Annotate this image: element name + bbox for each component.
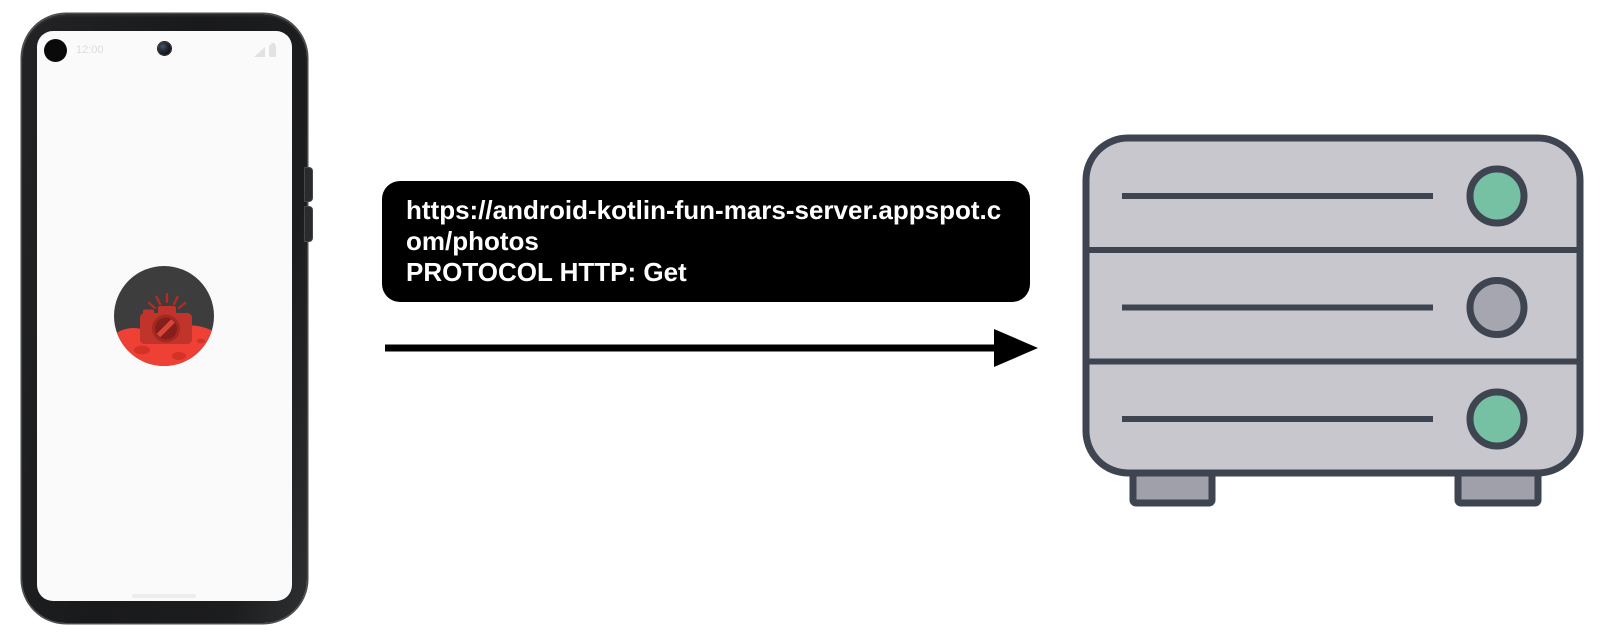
phone-screen: 12:00 [37, 31, 292, 601]
drive-slots [1122, 193, 1433, 422]
power-button [305, 168, 312, 201]
volume-button [305, 207, 312, 241]
camera-icon [140, 306, 192, 344]
battery-icon [269, 43, 276, 57]
server-bay-dividers [1086, 247, 1580, 365]
front-camera-icon [158, 42, 171, 55]
right-arrow-icon [385, 329, 1038, 367]
led-indicator-bottom [1466, 388, 1528, 450]
led-indicator-middle [1466, 277, 1528, 338]
mars-photos-app-icon [114, 266, 214, 366]
home-indicator [132, 594, 196, 598]
status-bar-time: 12:00 [76, 44, 104, 56]
led-indicators [1466, 165, 1528, 450]
request-bubble: https://android-kotlin-fun-mars-server.a… [382, 181, 1030, 302]
server-rack-icon [1082, 134, 1584, 507]
camera-flash-rays [147, 292, 187, 310]
request-url-line-1: https://android-kotlin-fun-mars-server.a… [406, 195, 1002, 225]
status-dot-icon [44, 39, 67, 62]
request-url-line-2: om/photos [406, 226, 539, 256]
request-protocol-line: PROTOCOL HTTP: Get [406, 257, 687, 287]
android-phone: 12:00 [22, 14, 312, 623]
signal-icon [254, 47, 265, 57]
status-bar-icons [254, 43, 276, 57]
led-indicator-top [1466, 165, 1528, 227]
